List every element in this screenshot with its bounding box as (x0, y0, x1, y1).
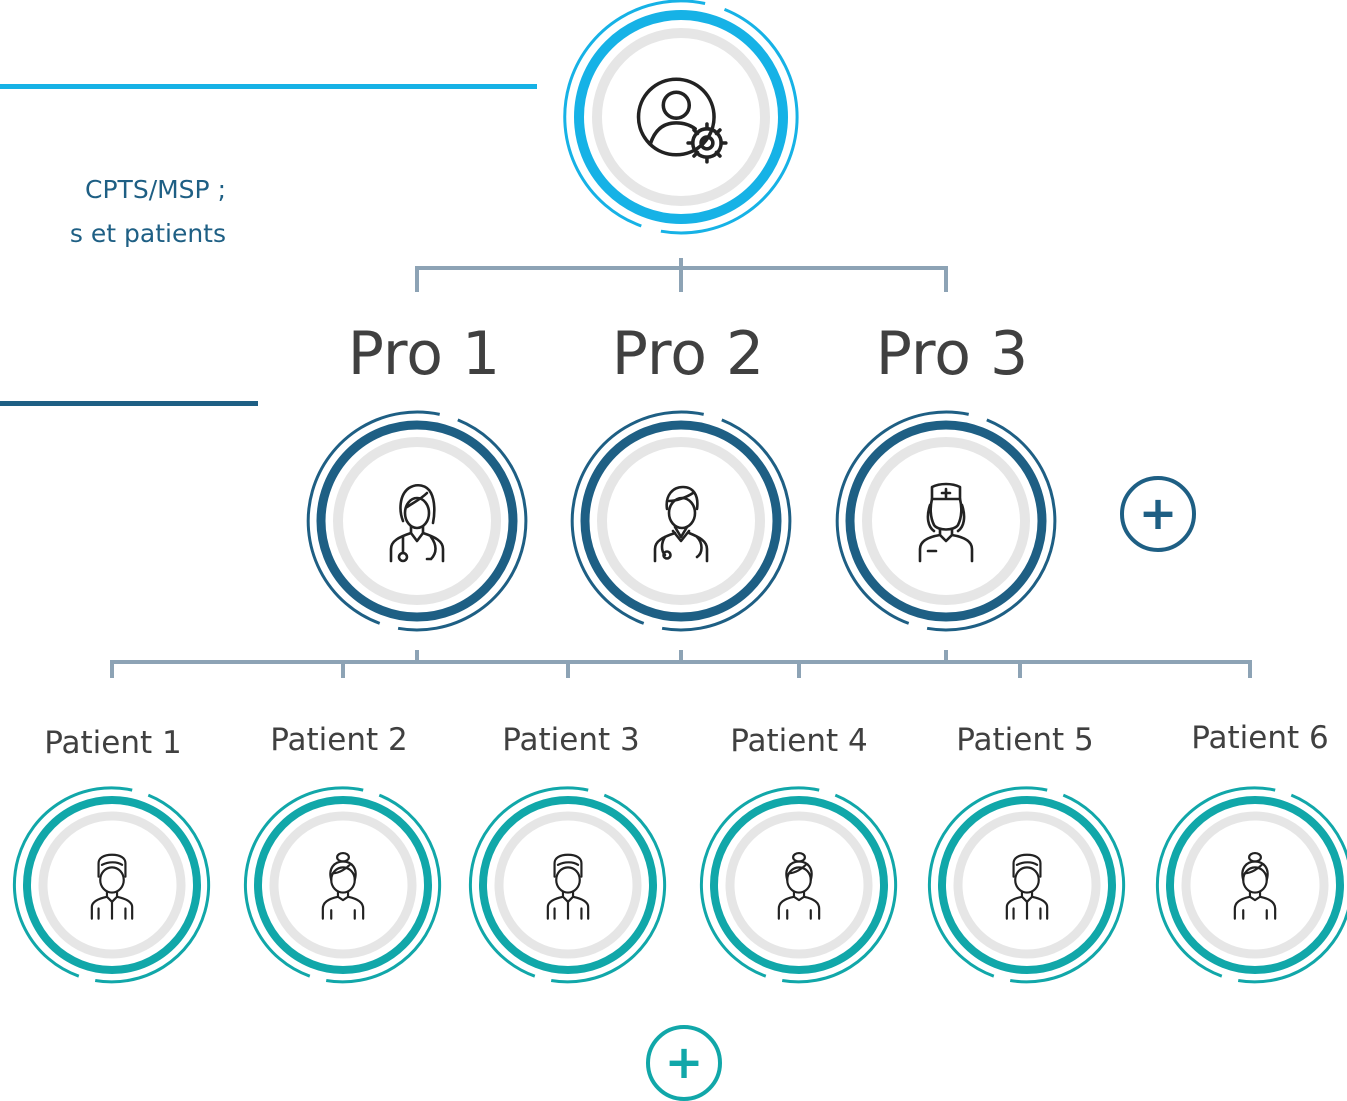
patient-1-node-inner-ring (38, 811, 186, 959)
intro-text: CPTS/MSP ; s et patients (70, 168, 226, 256)
admin-node (563, 0, 799, 235)
intro-line-1: CPTS/MSP ; (85, 175, 226, 204)
patient-6-node-outer-arc (1237, 793, 1347, 984)
patient-1-node-outer-arc-2 (12, 786, 133, 978)
patient-4-node-outer-arc-2 (699, 786, 820, 978)
patient-6-node-outer-arc-2 (1155, 786, 1276, 978)
patient-3-node (468, 786, 667, 984)
patient-1-label: Patient 1 (44, 725, 182, 761)
patient-2-node (243, 786, 442, 984)
pro-1-node-inner-ring (333, 437, 501, 605)
patient-4-label: Patient 4 (730, 723, 868, 759)
pro-3-node-outer-arc-2 (835, 410, 970, 625)
pro-3-node-inner-ring (862, 437, 1030, 605)
patient-1-node (12, 786, 211, 984)
patient-2-node-outer-arc-2 (243, 786, 364, 978)
bottom-accent-rule (0, 401, 258, 406)
patient-4-node (699, 786, 898, 984)
patient-1-node-outer-arc (94, 793, 211, 984)
intro-line-2: s et patients (69, 219, 226, 248)
pro-2-node-outer-arc (661, 418, 792, 632)
patient-2-label: Patient 2 (270, 722, 408, 758)
pro-3-node-outer-arc (926, 418, 1057, 632)
plus-icon: + (665, 1035, 704, 1089)
pro-1-node (306, 410, 528, 632)
add-patient-button[interactable]: + (646, 1025, 722, 1101)
patient-3-node-inner-ring (494, 811, 642, 959)
patient-2-node-outer-arc (325, 793, 442, 984)
add-patient-button-circle (646, 1025, 722, 1101)
connector-lines (110, 258, 1252, 678)
pro-3-node (835, 410, 1057, 632)
pro-1-node-outer-arc (397, 418, 528, 632)
add-pro-button-circle (1120, 476, 1196, 552)
patient-5-node (927, 786, 1126, 984)
patient-3-node-outer-arc-2 (468, 786, 589, 978)
patient-5-label: Patient 5 (956, 722, 1094, 758)
admin-node-outer-arc (660, 8, 799, 235)
patient-5-node-outer-arc (1009, 793, 1126, 984)
patient-4-node-outer-arc (781, 793, 898, 984)
patient-3-label: Patient 3 (502, 722, 640, 758)
top-accent-rule (0, 84, 537, 89)
pro-2-node-outer-arc-2 (570, 410, 705, 625)
admin-node-outer-arc-2 (563, 0, 706, 228)
pro-2-node (570, 410, 792, 632)
pro-1-label: Pro 1 (347, 319, 501, 389)
patient-6-label: Patient 6 (1191, 720, 1329, 756)
add-pro-button[interactable]: + (1120, 476, 1196, 552)
patient-3-node-outer-arc (550, 793, 667, 984)
pro-1-node-outer-arc-2 (306, 410, 441, 625)
patient-5-node-outer-arc-2 (927, 786, 1048, 978)
patient-4-node-inner-ring (725, 811, 873, 959)
patient-6-node (1155, 786, 1347, 984)
pro-2-node-inner-ring (597, 437, 765, 605)
pro-3-label: Pro 3 (875, 319, 1029, 389)
plus-icon: + (1139, 486, 1178, 540)
patient-5-node-inner-ring (953, 811, 1101, 959)
patient-2-node-inner-ring (269, 811, 417, 959)
patient-6-node-inner-ring (1181, 811, 1329, 959)
pro-2-label: Pro 2 (611, 319, 765, 389)
